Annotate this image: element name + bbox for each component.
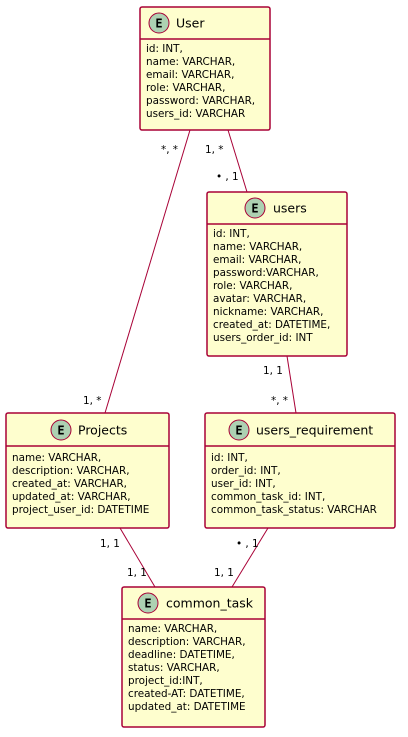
entity-projects-title: Projects [78,423,127,438]
card-projects-common-task-from: 1, 1 [100,538,120,550]
entity-stereotype-letter: E [251,202,258,216]
entity-user-attr: password: VARCHAR, [146,95,255,107]
entity-users-box [206,191,348,357]
entity-stereotype-letter: E [155,17,162,31]
entity-user-box [139,6,271,131]
entity-common-task-box [121,586,266,728]
entity-common-task-title: common_task [166,596,254,611]
entity-users-requirement-box [204,412,396,529]
card-user-projects-from: *, * [161,144,178,156]
entity-stereotype-letter: E [57,424,64,438]
entity-users-requirement-attr: order_id: INT, [211,465,281,477]
entity-common-task-attr: deadline: DATETIME, [128,649,235,661]
entity-stereotype-icon [148,12,170,34]
entity-projects-box [5,412,170,529]
entity-stereotype-letter: E [235,424,242,438]
entity-users: E users id: INT, name: VARCHAR, email: V… [206,191,348,357]
relation-users-requirement [286,355,297,414]
entity-users-requirement-attr: user_id: INT, [211,478,276,490]
relation-requirement-common-task [231,527,269,588]
entity-projects-attr: updated_at: VARCHAR, [12,491,131,503]
entity-user-attr: name: VARCHAR, [146,56,235,68]
entity-users-title: users [273,201,307,216]
entity-users-requirement-title: users_requirement [256,423,373,438]
entity-users-attr: nickname: VARCHAR, [213,306,323,318]
relation-projects-common-task [119,527,156,588]
entity-users-requirement: E users_requirement id: INT, order_id: I… [204,412,396,529]
entity-stereotype-icon [244,197,266,219]
entity-projects-attr: description: VARCHAR, [12,465,130,477]
card-users-requirement-to: *, * [271,395,288,407]
relation-user-users [227,129,248,193]
entity-users-attr: created_at: DATETIME, [213,319,330,331]
entity-stereotype-icon [228,419,250,441]
entity-common-task-attr: status: VARCHAR, [128,662,220,674]
entity-users-requirement-attr: common_task_status: VARCHAR [211,504,377,516]
entity-user-attr: id: INT, [146,43,183,55]
entity-users-attr: users_order_id: INT [213,332,313,344]
cardinality-labels: *, * 1, * 1, * • , 1 1, 1 *, * 1, 1 1, 1… [83,144,288,579]
card-projects-common-task-to: 1, 1 [127,567,147,579]
card-user-users-from: 1, * [205,144,223,156]
entity-users-attr: id: INT, [213,228,250,240]
entity-users-requirement-attr: id: INT, [211,452,248,464]
entity-common-task-attr: created-AT: DATETIME, [128,688,245,700]
entity-projects: E Projects name: VARCHAR, description: V… [5,412,170,529]
entity-stereotype-icon [137,592,159,614]
entity-common-task: E common_task name: VARCHAR, description… [121,586,266,728]
entity-projects-attr: project_user_id: DATETIME [12,504,149,516]
entity-user-attr: users_id: VARCHAR [146,108,245,120]
relationship-lines [104,129,297,588]
entity-user-attr: email: VARCHAR, [146,69,234,81]
entity-users-attr: email: VARCHAR, [213,254,301,266]
entity-stereotype-icon [50,419,72,441]
entity-users-attr: role: VARCHAR, [213,280,292,292]
entity-projects-attr: created_at: VARCHAR, [12,478,127,490]
card-user-projects-to: 1, * [83,395,101,407]
entity-common-task-attr: description: VARCHAR, [128,636,246,648]
relation-user-projects [104,129,191,414]
card-users-requirement-from: 1, 1 [263,365,283,377]
card-requirement-common-task-to: 1, 1 [214,567,234,579]
entity-users-requirement-attr: common_task_id: INT, [211,491,325,503]
card-requirement-common-task-from: • , 1 [236,538,259,550]
entity-users-attr: password:VARCHAR, [213,267,319,279]
entity-common-task-attr: name: VARCHAR, [128,623,217,635]
entity-users-attr: name: VARCHAR, [213,241,302,253]
entity-projects-attr: name: VARCHAR, [12,452,101,464]
entity-common-task-attr: updated_at: DATETIME [128,701,246,713]
entity-user-title: User [176,16,205,31]
entity-user: E User id: INT, name: VARCHAR, email: VA… [139,6,271,131]
card-user-users-to: • , 1 [216,171,239,183]
entity-stereotype-letter: E [144,597,151,611]
entity-common-task-attr: project_id:INT, [128,675,203,687]
entity-users-attr: avatar: VARCHAR, [213,293,306,305]
entity-user-attr: role: VARCHAR, [146,82,225,94]
